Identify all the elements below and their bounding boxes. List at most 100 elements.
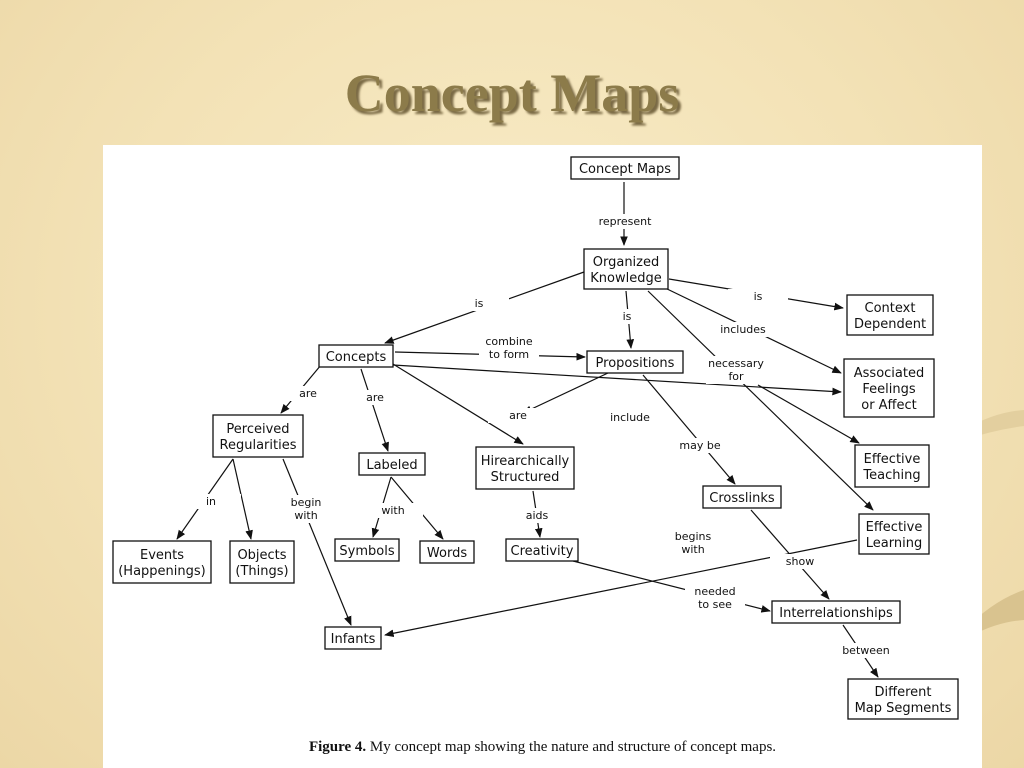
link-label-begins-with: with [681,543,704,556]
node-label-interrelationships: Interrelationships [779,606,893,621]
link-label-begin-with: with [294,509,317,522]
link-label-bg-includes [713,322,773,337]
link-label-combine-to-form: to form [489,348,529,361]
link-label-needed-to-see: to see [698,598,732,611]
node-box-labeled [358,452,426,476]
link-label-bg-aids [507,508,567,523]
node-label-creativity: Creativity [511,544,574,559]
link-label-bg-show [770,554,830,569]
node-box-different-map-segments [847,678,959,720]
edge-include [392,364,842,396]
node-label-associated-feelings: or Affect [861,398,917,413]
link-label-are-perceived: are [299,387,317,400]
edge-may-be [642,374,736,485]
figure-caption: Figure 4. My concept map showing the nat… [103,739,982,756]
link-label-represent: represent [599,215,653,228]
link-label-bg-represent [595,214,655,229]
node-label-infants: Infants [331,632,376,647]
node-label-propositions: Propositions [596,356,675,371]
link-label-bg-needed-to-see [685,584,745,612]
slide-title: Concept Maps [344,63,680,123]
concept-map-diagram: representisisisincludesnecessaryforcombi… [112,156,959,720]
link-label-needed-to-see: needed [694,585,735,598]
node-label-context-dependent: Dependent [854,317,926,332]
node-label-words: Words [427,546,467,561]
node-labeled: Labeled [358,452,426,476]
node-label-effective-teaching: Teaching [862,468,920,483]
node-box-effective-learning [858,513,930,555]
node-box-propositions [586,350,684,374]
link-label-bg-begin-with [276,495,336,523]
link-label-begins-with: begins [675,530,712,543]
node-label-events: Events [140,548,184,563]
node-label-organized-knowledge: Organized [593,255,660,270]
edge-are-labeled [360,368,389,452]
node-box-creativity [505,538,579,562]
node-label-labeled: Labeled [366,458,417,473]
link-label-bg-is-context [728,289,788,304]
link-label-between: between [842,644,890,657]
node-creativity: Creativity [505,538,579,562]
link-label-is-propositions: is [623,310,632,323]
link-label-with: with [381,504,404,517]
node-propositions: Propositions [586,350,684,374]
link-label-includes: includes [720,323,766,336]
node-label-effective-learning: Effective [866,520,923,535]
node-box-perceived-regularities [212,414,304,458]
link-label-is-concepts: is [475,297,484,310]
link-label-bg-is-concepts [449,296,509,311]
link-label-may-be: may be [679,439,720,452]
link-label-are-labeled: are [366,391,384,404]
figure-caption-prefix: Figure 4. [308,739,367,755]
node-label-effective-learning: Learning [866,536,922,551]
node-label-effective-teaching: Effective [864,452,921,467]
node-box-infants [324,626,382,650]
node-box-concepts [318,344,394,368]
node-label-perceived-regularities: Perceived [226,422,289,437]
link-label-necessary-for: necessary [708,357,764,370]
link-label-bg-may-be [670,438,730,453]
node-label-crosslinks: Crosslinks [709,491,775,506]
link-label-bg-in [181,494,241,509]
node-symbols: Symbols [334,538,400,562]
link-label-bg-is-propositions [597,309,657,324]
link-label-bg-are-perceived [278,386,338,401]
node-words: Words [419,540,475,564]
node-label-associated-feelings: Feelings [862,382,915,397]
link-label-include: include [610,411,650,424]
node-box-organized-knowledge [583,248,669,290]
link-label-bg-are-labeled [345,390,405,405]
link-label-bg-include [600,410,660,425]
node-label-concept-maps: Concept Maps [579,162,671,177]
link-label-combine-to-form: combine [485,335,533,348]
node-concept-maps: Concept Maps [570,156,680,180]
edge-in-objects [232,458,253,540]
node-box-context-dependent [846,294,934,336]
node-label-context-dependent: Context [865,301,916,316]
node-label-concepts: Concepts [326,350,387,365]
node-events: Events(Happenings) [112,540,212,584]
link-label-bg-combine-to-form [479,334,539,362]
node-box-hierarchically-structured [475,446,575,490]
edge-necessary-for [647,290,874,511]
figure-caption-text: My concept map showing the nature and st… [369,739,777,755]
node-objects: Objects(Things) [229,540,295,584]
edge-begin-with [282,458,352,626]
node-label-symbols: Symbols [339,544,394,559]
link-label-in: in [206,495,216,508]
node-label-perceived-regularities: Regularities [220,438,297,453]
node-concepts: Concepts [318,344,394,368]
edge-prop-are [522,372,609,414]
node-label-different-map-segments: Different [875,685,932,700]
node-label-associated-feelings: Associated [854,366,924,381]
node-box-crosslinks [702,485,782,509]
node-box-effective-teaching [854,444,930,488]
